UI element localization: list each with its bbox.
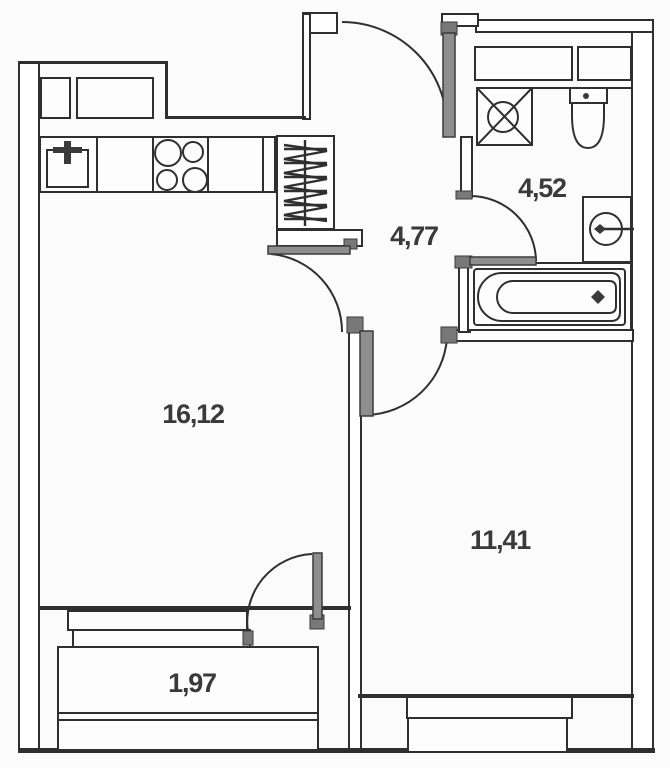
kitchen-faucet-bar-icon: [53, 147, 82, 153]
kitchen-door-leaf: [267, 245, 351, 255]
kitchen-door-arc: [270, 253, 344, 333]
entrance-door-arc: [341, 21, 448, 128]
bathroom-shelves: [474, 46, 632, 81]
wall-top-mid: [165, 116, 306, 119]
bedroom-door-leaf: [359, 330, 374, 417]
bedroom-door-jamb: [440, 326, 458, 344]
wall-top-right: [475, 19, 654, 33]
area-label-bathroom: 4,52: [518, 173, 566, 203]
bedroom-door-arc: [365, 337, 448, 416]
bathroom-sink-icon: [582, 196, 634, 263]
bedroom-window: [406, 696, 573, 753]
wall-kitchen-bottom: [40, 606, 351, 610]
wall-center: [348, 317, 362, 751]
balcony-door: [242, 552, 325, 646]
shelf-left: [474, 46, 573, 81]
bathroom-door-jamb: [455, 190, 473, 200]
wall-top-step: [165, 61, 168, 119]
area-label-bedroom: 11,41: [470, 525, 531, 555]
balcony-glazing-line: [58, 712, 318, 714]
washing-machine-icon: [476, 87, 533, 146]
wall-right: [631, 20, 654, 750]
cabinet-small: [40, 77, 71, 119]
walls: [18, 12, 655, 753]
bathroom-door: [454, 190, 537, 269]
entrance-door-leaf: [442, 32, 456, 138]
entrance-door: [341, 21, 458, 138]
kitchen-door: [267, 238, 358, 333]
wall-bathroom-upper: [460, 136, 473, 198]
wall-bottom: [18, 748, 655, 753]
bathtub-drain-icon: [591, 290, 605, 304]
wall-under-bath: [455, 329, 634, 342]
bathtub-icon: [467, 262, 632, 331]
balcony-outline: [57, 646, 319, 751]
bathroom-door-arc: [469, 195, 537, 262]
area-label-balcony: 1,97: [168, 668, 216, 698]
balcony-door-leaf: [312, 552, 323, 620]
kitchen-counter-dividers: [96, 137, 264, 192]
balcony-door-arc: [246, 553, 313, 633]
balcony-door-sill: [67, 610, 251, 648]
wall-left: [18, 62, 40, 751]
wall-top-left: [18, 61, 168, 64]
balcony-glazing-line: [58, 719, 318, 721]
bedroom-door: [346, 316, 458, 417]
wall-bay-left: [302, 13, 311, 120]
balcony-door-jamb: [242, 630, 254, 646]
area-label-hallway: 4,77: [390, 221, 438, 251]
bathroom-door-leaf: [469, 256, 537, 266]
stove-icon: [154, 139, 208, 193]
vent-shaft-icon: [276, 135, 335, 230]
area-label-kitchen-living: 16,12: [162, 399, 224, 429]
kitchen-cabinets: [40, 77, 154, 119]
kitchen-counter: [39, 136, 276, 193]
bedroom-door-hinge: [346, 316, 364, 334]
shelf-right: [577, 46, 632, 81]
toilet-icon: [569, 87, 608, 150]
cabinet-large: [76, 77, 154, 119]
